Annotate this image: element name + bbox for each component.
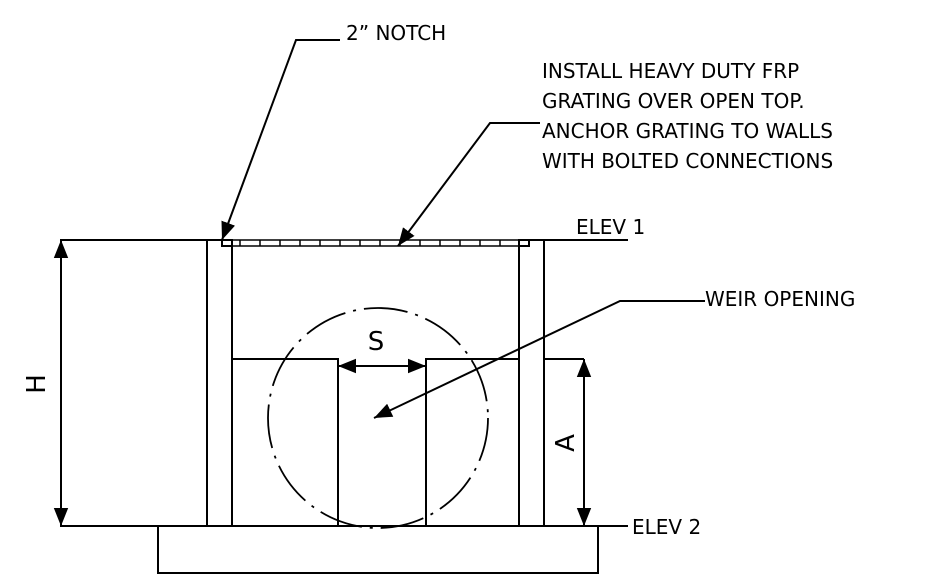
notch-label: 2” NOTCH bbox=[346, 21, 446, 45]
dim-s-label: S bbox=[368, 327, 385, 357]
right-wall bbox=[518, 239, 545, 527]
grating-note-line-2: GRATING OVER OPEN TOP. bbox=[542, 89, 805, 113]
grating-note-line-1: INSTALL HEAVY DUTY FRP bbox=[542, 59, 799, 83]
base-slab bbox=[157, 525, 599, 574]
elev2-label: ELEV 2 bbox=[632, 515, 701, 539]
weir-plate-right bbox=[425, 358, 519, 526]
weir-plate-left bbox=[232, 358, 339, 526]
pipe-opening-circle bbox=[267, 307, 489, 529]
dim-h-label: H bbox=[22, 374, 52, 394]
elev1-label: ELEV 1 bbox=[576, 215, 645, 239]
left-wall bbox=[206, 239, 233, 527]
notch-leader bbox=[221, 39, 340, 241]
weir-opening-label: WEIR OPENING bbox=[705, 287, 855, 311]
grating-note-line-3: ANCHOR GRATING TO WALLS bbox=[542, 119, 833, 143]
frp-grating bbox=[221, 239, 530, 247]
grating-note-line-4: WITH BOLTED CONNECTIONS bbox=[542, 149, 833, 173]
weir-leader bbox=[373, 300, 705, 419]
grating-leader bbox=[397, 122, 540, 247]
dim-a-label: A bbox=[551, 434, 581, 452]
